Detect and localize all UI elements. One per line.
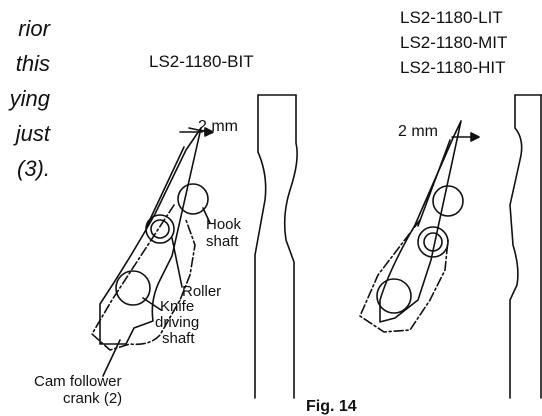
right-model-label-mit: LS2-1180-MIT (400, 33, 508, 52)
left-knife-leader (142, 297, 162, 311)
knife-label-2: driving (155, 314, 200, 331)
left-roller-outer (145, 214, 175, 244)
hook-shaft-label-1: Hook (206, 216, 242, 233)
left-crank-line (145, 146, 185, 229)
intro-line-5: (3). (17, 156, 50, 181)
right-roller-outer (417, 226, 449, 258)
left-hook-shaft-circle (177, 183, 209, 215)
left-knife-shaft-circle (115, 270, 151, 306)
left-hook-leader (202, 207, 211, 224)
right-dim-arrow (470, 132, 480, 142)
right-knife-shaft-circle (376, 278, 412, 314)
cam-follower-label-1: Cam follower (34, 373, 122, 390)
knife-label-3: shaft (162, 330, 195, 347)
right-model-label-hit: LS2-1180-HIT (400, 58, 506, 77)
left-roller-leader (171, 237, 183, 288)
intro-line-3: ying (9, 86, 50, 111)
right-gap-label: 2 mm (398, 123, 438, 140)
right-roller-inner (423, 232, 443, 252)
left-gap-label: 2 mm (198, 118, 238, 135)
right-hook-shaft-circle (432, 185, 464, 217)
intro-line-4: just (15, 121, 50, 146)
right-model-label-lit: LS2-1180-LIT (400, 8, 503, 27)
left-model-label: LS2-1180-BIT (149, 52, 254, 71)
hook-shaft-label-2: shaft (206, 233, 239, 250)
roller-label: Roller (182, 283, 222, 300)
figure-caption: Fig. 14 (306, 398, 357, 415)
knife-label-1: Knife (160, 298, 195, 315)
right-crank-dashdot (359, 219, 449, 333)
left-dim-arrow (204, 127, 214, 137)
right-crank-line (417, 139, 451, 227)
right-plate (509, 94, 523, 399)
left-plate (254, 94, 267, 399)
intro-line-1: rior (18, 16, 50, 41)
left-roller-inner (150, 219, 170, 239)
left-cam-leader (102, 339, 121, 377)
left-plate-edge (283, 94, 298, 399)
intro-line-2: this (15, 51, 50, 76)
left-crank-dashdot (91, 204, 196, 351)
cam-follower-label-2: crank (2) (63, 390, 123, 407)
